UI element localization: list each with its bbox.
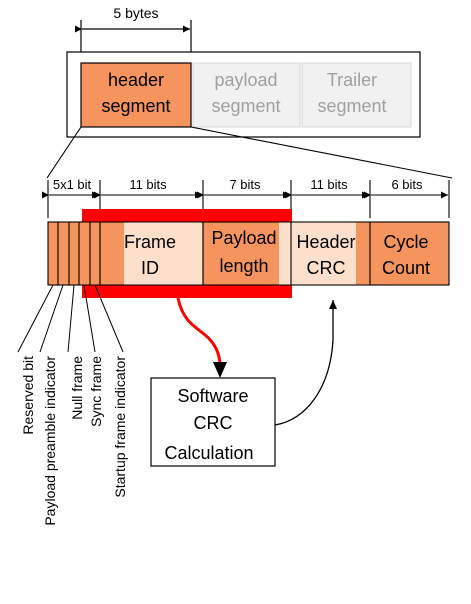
top-dimension-label: 5 bytes [113,5,158,21]
width-label-frame-id: 11 bits [129,177,167,192]
label-payload-preamble-indicator: Payload preamble indicator [42,356,58,526]
software-box-line1: Software [177,386,248,406]
cycle-count-field: Cycle Count [369,221,450,286]
payload-segment-line2: segment [211,96,280,116]
payload-length-line1: Payload [211,228,276,248]
width-label-cycle-count: 6 bits [391,177,423,192]
header-fields: Frame ID Payload length Header CRC Cycle [47,209,450,298]
indicator-leaders [17,284,124,353]
payload-length-field: Payload length [202,221,292,286]
software-box-line3: Calculation [164,443,253,463]
cycle-count-line2: Count [382,258,430,278]
header-segment-line2: segment [101,96,170,116]
header-crc-field: Header CRC [290,221,371,286]
label-startup-frame-indicator: Startup frame indicator [112,356,128,498]
header-crc-line1: Header [296,232,355,252]
software-box-line2: CRC [194,413,233,433]
payload-segment-line1: payload [214,70,277,90]
top-dimension: 5 bytes [75,5,192,56]
label-sync-frame: Sync frame [88,356,104,427]
width-label-payload-length: 7 bits [229,177,261,192]
frame-id-line1: Frame [124,232,176,252]
zoom-lines [46,126,453,179]
label-null-frame: Null frame [69,356,85,420]
header-segment-line1: header [108,70,164,90]
width-label-header-crc: 11 bits [310,177,348,192]
trailer-segment: Trailer segment [301,62,412,128]
frame-id-field: Frame ID [99,221,204,286]
frame-segments: header segment payload segment Trailer s… [66,51,421,138]
payload-segment: payload segment [192,62,301,128]
header-segment: header segment [80,62,192,128]
width-label-indicators: 5x1 bit [53,177,92,192]
trailer-segment-line2: segment [317,96,386,116]
red-input-arrow [176,297,222,367]
payload-length-line2: length [219,256,268,276]
bit-width-dimensions: 5x1 bit 11 bits 7 bits 11 bits 6 bits [42,177,450,218]
red-arrow-head [213,362,227,378]
header-crc-line2: CRC [307,258,346,278]
label-reserved-bit: Reserved bit [20,356,36,435]
indicator-labels: Reserved bit Payload preamble indicator … [20,356,128,526]
crc-arrows [176,297,337,426]
crc-result-arrow [274,300,337,426]
frame-id-line2: ID [141,258,159,278]
trailer-segment-line1: Trailer [327,70,377,90]
cycle-count-line1: Cycle [383,232,428,252]
software-crc-box: Software CRC Calculation [150,377,276,467]
